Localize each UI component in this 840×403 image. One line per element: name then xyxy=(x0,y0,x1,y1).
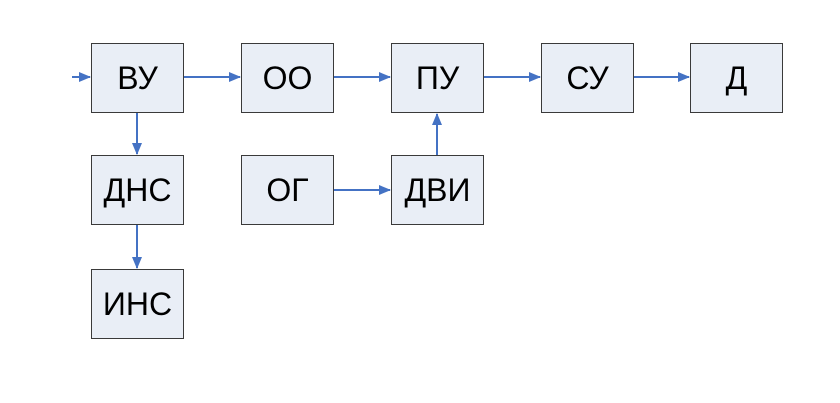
node-vu: ВУ xyxy=(91,43,184,113)
node-og: ОГ xyxy=(241,155,334,225)
node-ins: ИНС xyxy=(91,269,184,339)
node-d: Д xyxy=(690,43,783,113)
node-su: СУ xyxy=(541,43,634,113)
node-oo: ОО xyxy=(241,43,334,113)
node-pu: ПУ xyxy=(391,43,484,113)
node-dvi: ДВИ xyxy=(391,155,484,225)
node-dns: ДНС xyxy=(91,155,184,225)
